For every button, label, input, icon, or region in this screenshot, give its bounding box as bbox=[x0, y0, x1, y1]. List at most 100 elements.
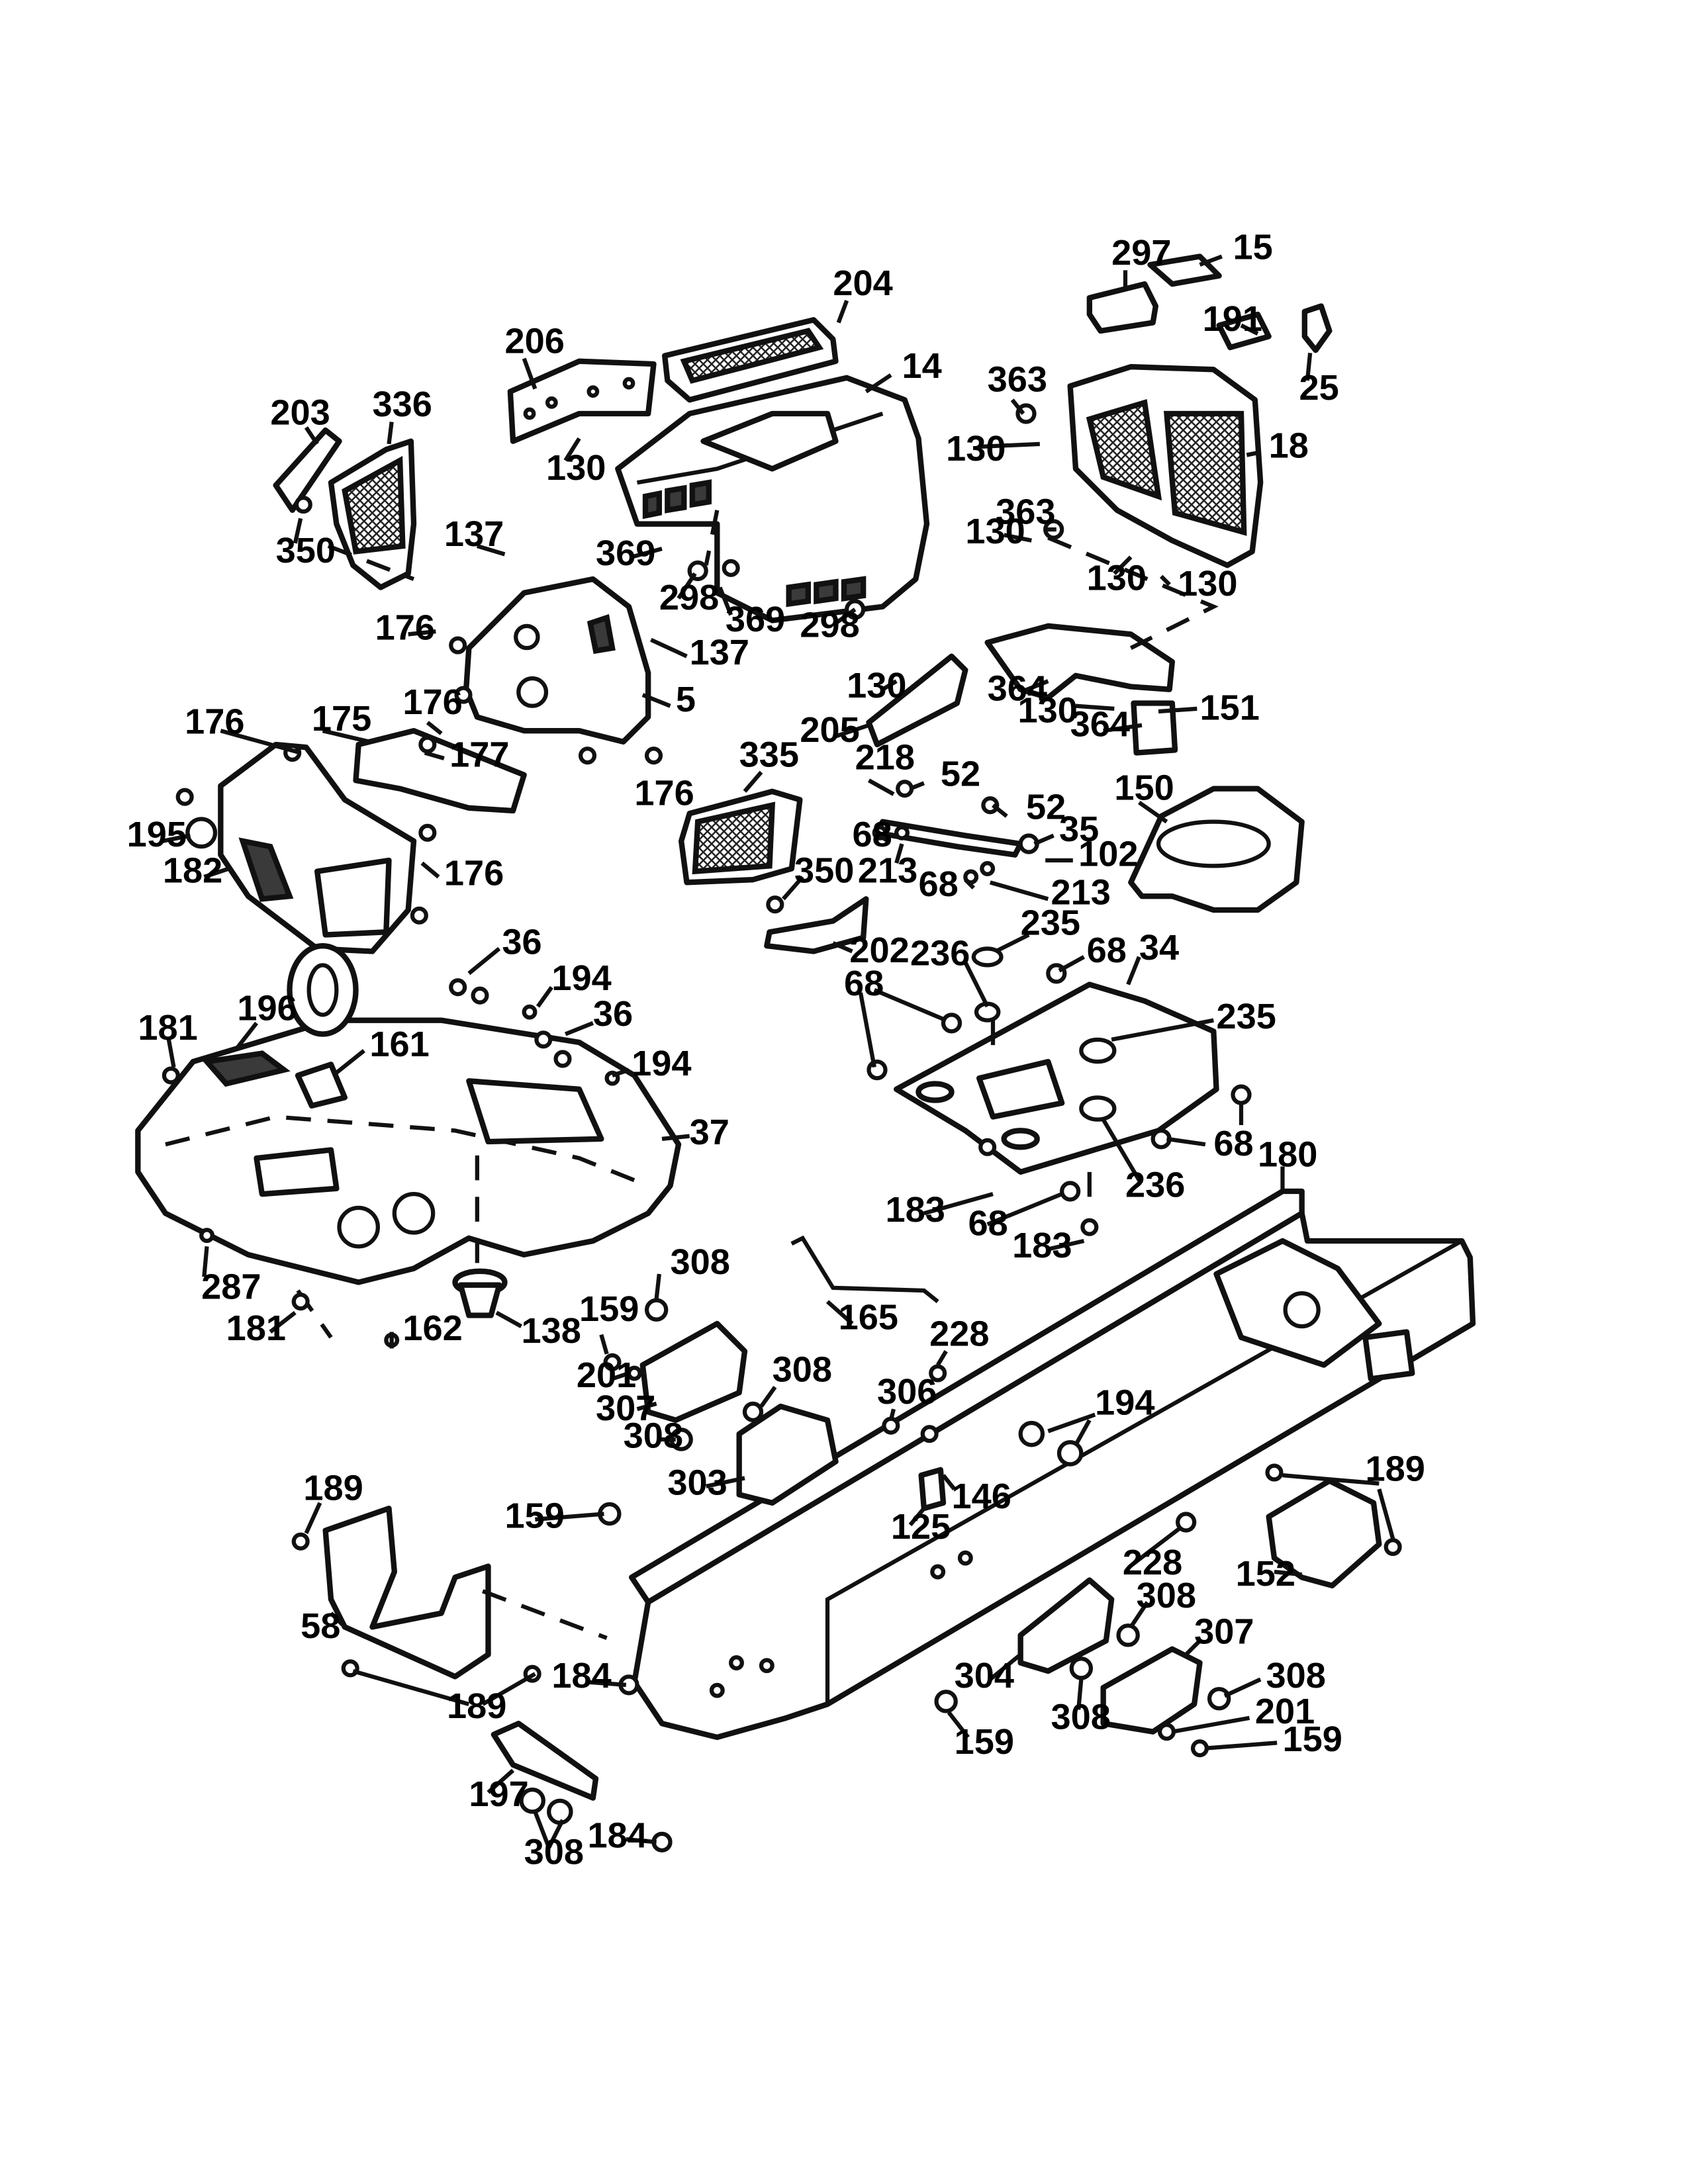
callout-125: 125 bbox=[891, 1507, 951, 1547]
callout-298: 298 bbox=[800, 606, 859, 645]
callout-130: 130 bbox=[1178, 564, 1237, 604]
callout-228: 228 bbox=[929, 1314, 989, 1353]
hood-top-grille-part bbox=[662, 317, 839, 403]
bracket-197 bbox=[491, 1721, 599, 1801]
front-grille-part bbox=[1067, 364, 1264, 569]
callout-228: 228 bbox=[1123, 1543, 1182, 1582]
callout-137: 137 bbox=[444, 514, 504, 554]
callout-130: 130 bbox=[965, 512, 1025, 551]
callout-308: 308 bbox=[773, 1350, 832, 1390]
callout-102: 102 bbox=[1078, 834, 1138, 874]
callout-236: 236 bbox=[910, 933, 970, 973]
callout-218: 218 bbox=[855, 738, 915, 778]
callout-18: 18 bbox=[1269, 426, 1309, 466]
callout-165: 165 bbox=[839, 1297, 898, 1337]
callout-176: 176 bbox=[185, 702, 244, 741]
spacer-235 bbox=[971, 946, 1004, 968]
callout-308: 308 bbox=[1051, 1698, 1111, 1737]
callout-176: 176 bbox=[444, 854, 504, 893]
grommet-part bbox=[452, 1268, 508, 1318]
callout-364: 364 bbox=[1070, 705, 1130, 745]
hole-plug-195 bbox=[185, 817, 218, 849]
callout-180: 180 bbox=[1258, 1134, 1317, 1174]
callout-303: 303 bbox=[667, 1463, 727, 1502]
callout-176: 176 bbox=[402, 682, 462, 722]
callout-206: 206 bbox=[505, 321, 565, 361]
callout-363: 363 bbox=[988, 360, 1047, 400]
callout-68: 68 bbox=[968, 1204, 1008, 1244]
callout-146: 146 bbox=[952, 1477, 1011, 1516]
callout-369: 369 bbox=[726, 600, 785, 639]
callout-182: 182 bbox=[163, 850, 222, 890]
callout-213: 213 bbox=[858, 850, 917, 890]
side-grille-part bbox=[679, 788, 803, 886]
callout-369: 369 bbox=[596, 533, 655, 573]
callout-297: 297 bbox=[1111, 233, 1171, 273]
callout-68: 68 bbox=[844, 964, 884, 1003]
callout-161: 161 bbox=[369, 1024, 429, 1064]
callout-130: 130 bbox=[1018, 691, 1078, 731]
callout-350: 350 bbox=[794, 850, 854, 890]
callout-236: 236 bbox=[1125, 1165, 1185, 1205]
callout-335: 335 bbox=[739, 735, 799, 774]
callout-194: 194 bbox=[551, 958, 611, 998]
callout-308: 308 bbox=[524, 1833, 584, 1872]
callout-213: 213 bbox=[1051, 873, 1111, 913]
callout-150: 150 bbox=[1114, 768, 1174, 807]
callout-159: 159 bbox=[955, 1722, 1014, 1762]
callout-189: 189 bbox=[447, 1686, 506, 1726]
callout-25: 25 bbox=[1299, 368, 1339, 408]
callout-36: 36 bbox=[593, 994, 633, 1034]
callout-175: 175 bbox=[312, 699, 371, 739]
bracket-307-lower bbox=[1100, 1646, 1203, 1735]
callout-308: 308 bbox=[1137, 1576, 1196, 1615]
callout-130: 130 bbox=[946, 429, 1006, 469]
callout-307: 307 bbox=[1194, 1612, 1254, 1651]
callout-34: 34 bbox=[1139, 928, 1179, 968]
callout-195: 195 bbox=[127, 815, 187, 854]
footrest-part bbox=[135, 1017, 682, 1285]
callout-130: 130 bbox=[1087, 559, 1147, 598]
callout-235: 235 bbox=[1021, 903, 1080, 943]
callout-197: 197 bbox=[469, 1774, 528, 1814]
callout-5: 5 bbox=[676, 680, 696, 719]
callout-336: 336 bbox=[373, 385, 432, 424]
callout-159: 159 bbox=[579, 1289, 639, 1329]
callout-205: 205 bbox=[800, 710, 859, 750]
bracket-304 bbox=[1017, 1577, 1115, 1674]
callout-203: 203 bbox=[270, 393, 330, 433]
callout-35: 35 bbox=[1059, 809, 1099, 849]
callout-307: 307 bbox=[596, 1388, 655, 1428]
callout-184: 184 bbox=[551, 1656, 611, 1696]
callout-350: 350 bbox=[276, 531, 336, 570]
fitting-146-125 bbox=[918, 1425, 947, 1512]
callout-298: 298 bbox=[659, 578, 719, 617]
callout-138: 138 bbox=[522, 1311, 581, 1351]
footrest-pads bbox=[201, 943, 359, 1109]
callout-130: 130 bbox=[847, 666, 906, 705]
callout-364: 364 bbox=[988, 668, 1047, 708]
dash-panel-part bbox=[463, 576, 651, 745]
callout-183: 183 bbox=[1012, 1226, 1072, 1265]
callout-308: 308 bbox=[624, 1416, 683, 1456]
callout-308: 308 bbox=[671, 1242, 730, 1282]
callout-14: 14 bbox=[902, 346, 942, 386]
callout-68: 68 bbox=[1213, 1124, 1253, 1163]
callout-191: 191 bbox=[1203, 299, 1262, 339]
callout-152: 152 bbox=[1236, 1554, 1295, 1594]
mount-plate-part bbox=[894, 981, 1219, 1175]
callout-176: 176 bbox=[375, 608, 435, 648]
callout-15: 15 bbox=[1233, 228, 1273, 267]
callout-194: 194 bbox=[632, 1044, 691, 1083]
callout-52: 52 bbox=[941, 754, 980, 794]
callout-201: 201 bbox=[1255, 1692, 1315, 1731]
callout-37: 37 bbox=[690, 1113, 729, 1152]
callout-235: 235 bbox=[1217, 997, 1276, 1036]
callout-177: 177 bbox=[449, 735, 509, 774]
callout-68: 68 bbox=[853, 815, 892, 854]
callout-68: 68 bbox=[919, 864, 959, 904]
bracket-303 bbox=[736, 1403, 839, 1506]
bracket-307-upper bbox=[639, 1320, 748, 1423]
callout-202: 202 bbox=[849, 931, 909, 970]
